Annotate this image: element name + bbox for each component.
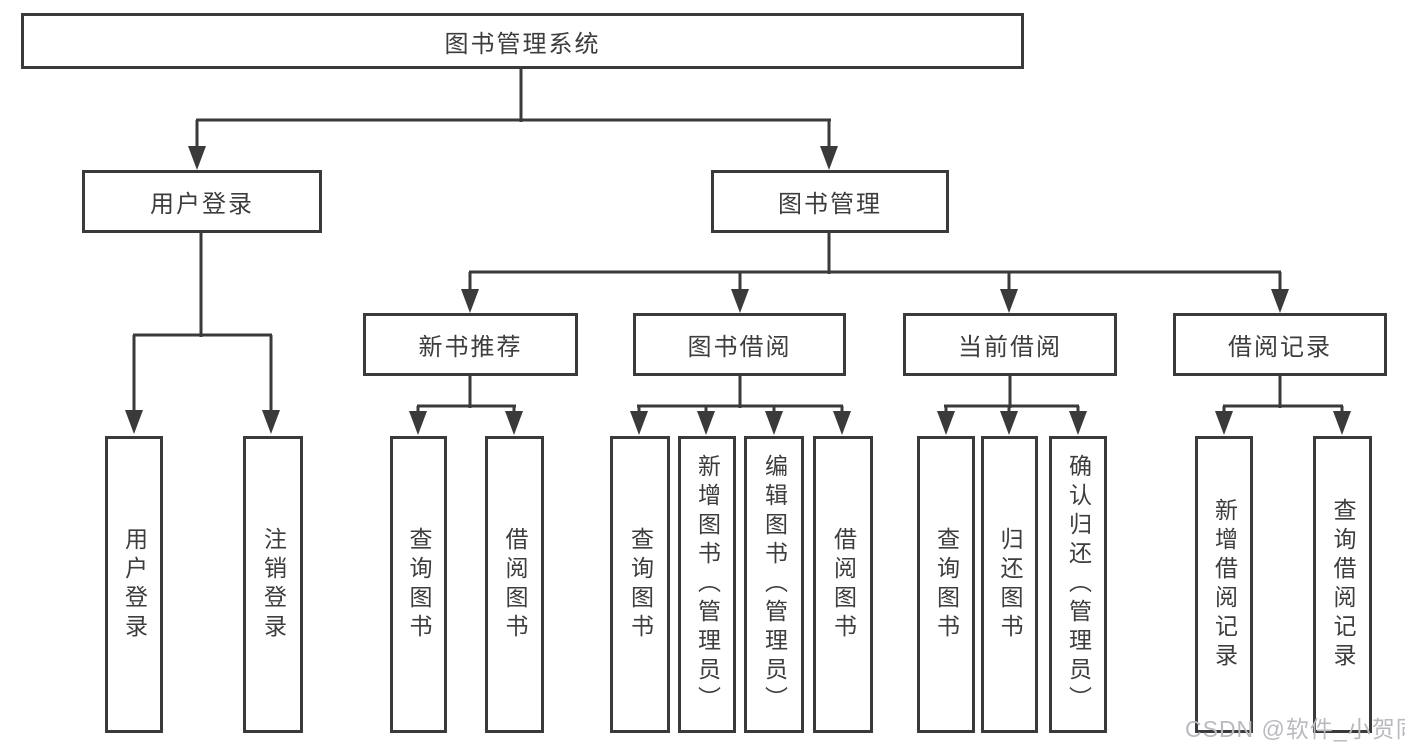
arrowhead-down-icon (125, 146, 1351, 435)
csdn-watermark: CSDN @软件_小贺同学 (1185, 716, 1405, 742)
connector-lines (132, 68, 1344, 415)
leaf-query-borrow-record: 查询借阅记录 (1313, 436, 1372, 733)
node-library-management-system: 图书管理系统 (21, 13, 1024, 69)
leaf-borrow-book-recommend: 借阅图书 (485, 436, 544, 733)
leaf-query-book-borrow: 查询图书 (610, 436, 670, 733)
leaf-borrow-book: 借阅图书 (813, 436, 873, 733)
leaf-query-book-current: 查询图书 (917, 436, 975, 733)
leaf-add-borrow-record: 新增借阅记录 (1195, 436, 1253, 733)
leaf-logout: 注销登录 (243, 436, 303, 733)
node-user-login: 用户登录 (82, 170, 322, 233)
node-book-management: 图书管理 (711, 170, 949, 233)
node-borrow-records: 借阅记录 (1173, 313, 1387, 376)
leaf-query-book-recommend: 查询图书 (390, 436, 447, 733)
leaf-user-login: 用户登录 (105, 436, 163, 733)
node-current-borrowing: 当前借阅 (903, 313, 1117, 376)
node-new-book-recommend: 新书推荐 (363, 313, 578, 376)
node-book-borrowing: 图书借阅 (633, 313, 846, 376)
leaf-add-book-admin: 新增图书（管理员） (678, 436, 736, 733)
leaf-confirm-return-admin: 确认归还（管理员） (1049, 436, 1107, 733)
leaf-edit-book-admin: 编辑图书（管理员） (744, 436, 804, 733)
leaf-return-book: 归还图书 (981, 436, 1038, 733)
